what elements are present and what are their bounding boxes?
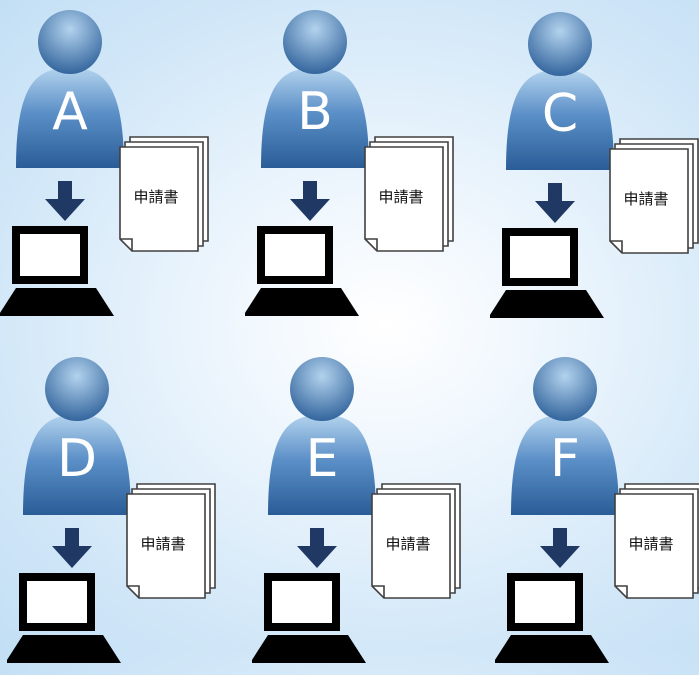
person-icon: A — [10, 8, 130, 168]
document-label: 申請書 — [133, 188, 179, 206]
applicant-unit-c: C 申請書 — [490, 10, 699, 330]
person-icon: F — [505, 355, 625, 515]
applicant-letter: D — [56, 429, 98, 489]
applicant-unit-f: F 申請書 — [495, 355, 699, 675]
document-label: 申請書 — [378, 188, 424, 206]
applicant-letter: B — [297, 82, 333, 142]
down-arrow-icon — [540, 528, 580, 568]
applicant-letter: F — [550, 429, 580, 489]
laptop-icon — [490, 228, 604, 318]
applicant-letter: A — [52, 82, 88, 142]
document-stack-icon: 申請書 — [123, 483, 217, 603]
applicant-letter: C — [541, 84, 579, 144]
down-arrow-icon — [290, 181, 330, 221]
applicant-unit-b: B 申請書 — [245, 8, 495, 328]
person-icon: D — [17, 355, 137, 515]
person-icon: E — [262, 355, 382, 515]
document-stack-icon: 申請書 — [116, 136, 210, 256]
laptop-icon — [495, 573, 609, 663]
document-stack-icon: 申請書 — [368, 483, 462, 603]
laptop-icon — [7, 573, 121, 663]
document-stack-icon: 申請書 — [611, 483, 699, 603]
document-label: 申請書 — [623, 190, 669, 208]
document-label: 申請書 — [140, 535, 186, 553]
laptop-icon — [0, 226, 114, 316]
document-stack-icon: 申請書 — [361, 136, 455, 256]
document-label: 申請書 — [385, 535, 431, 553]
down-arrow-icon — [535, 183, 575, 223]
document-label: 申請書 — [628, 535, 674, 553]
applicant-unit-a: A 申請書 — [0, 8, 250, 328]
person-icon: B — [255, 8, 375, 168]
document-stack-icon: 申請書 — [606, 138, 699, 258]
down-arrow-icon — [297, 528, 337, 568]
down-arrow-icon — [52, 528, 92, 568]
applicant-unit-d: D 申請書 — [7, 355, 257, 675]
down-arrow-icon — [45, 181, 85, 221]
laptop-icon — [245, 226, 359, 316]
applicant-unit-e: E 申請書 — [252, 355, 502, 675]
person-icon: C — [500, 10, 620, 170]
applicant-letter: E — [305, 429, 339, 489]
laptop-icon — [252, 573, 366, 663]
